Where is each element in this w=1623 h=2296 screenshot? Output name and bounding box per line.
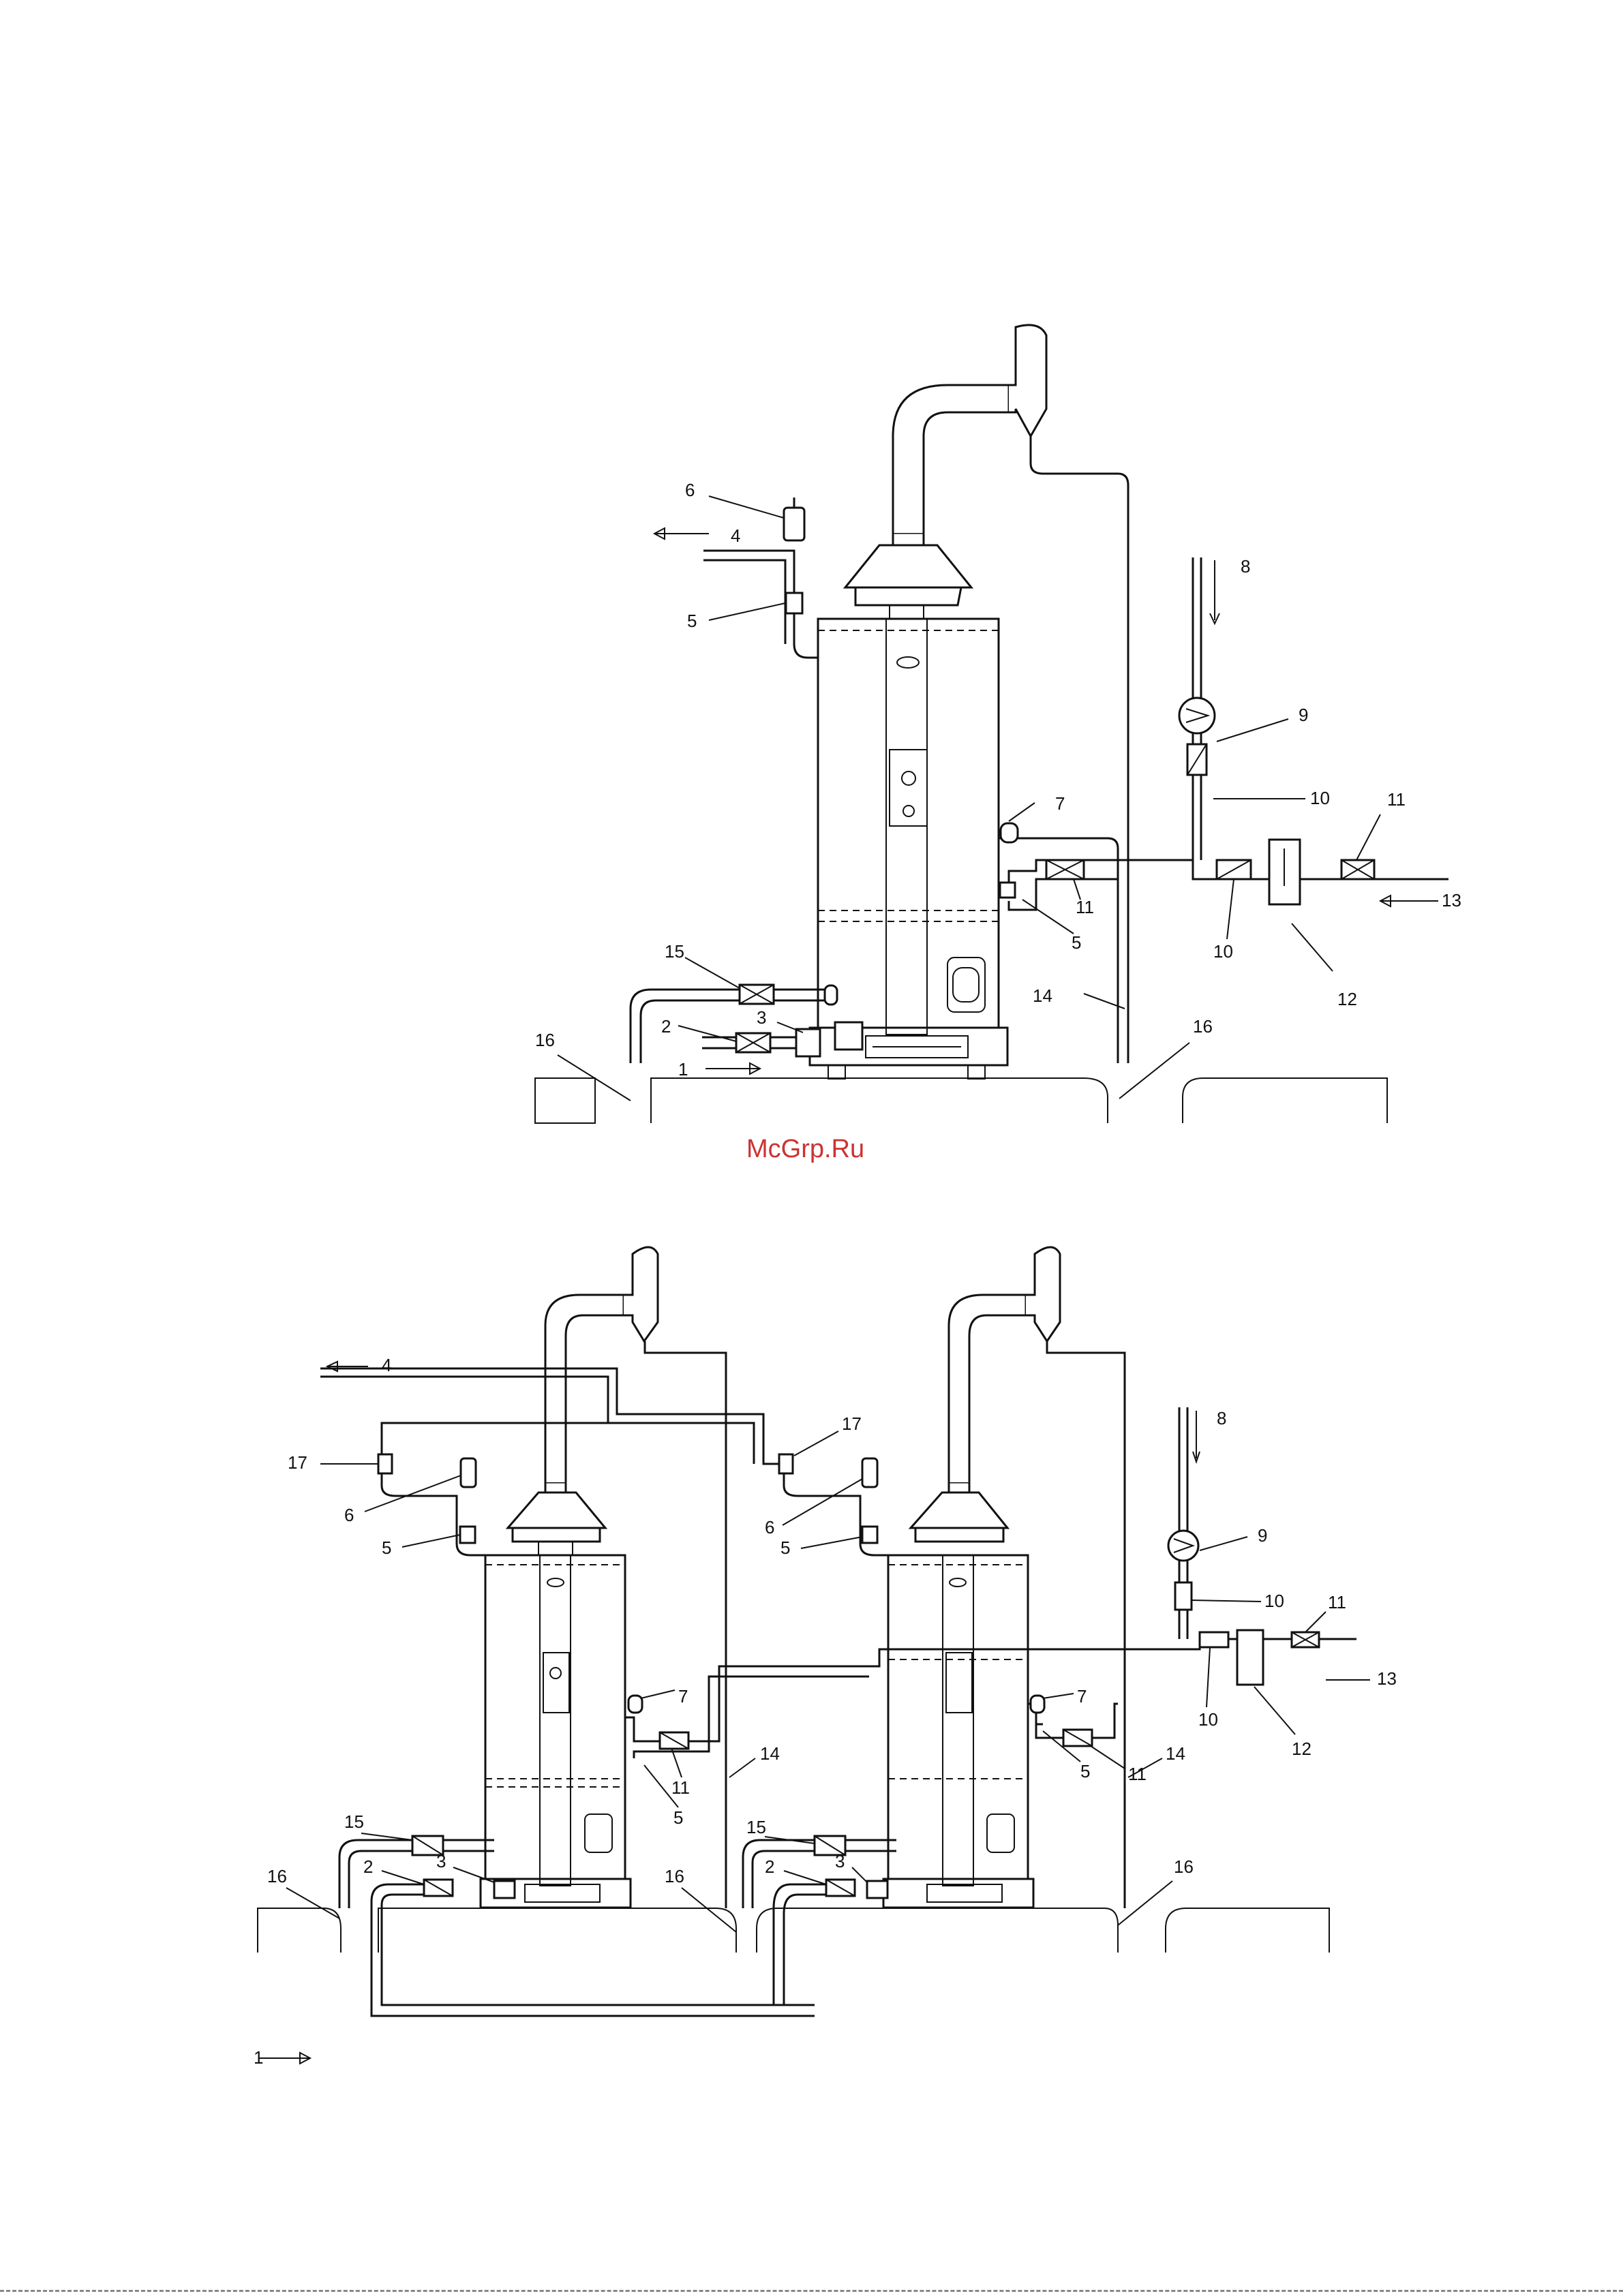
label-11a: 11 <box>671 1777 690 1798</box>
label-15a: 15 <box>344 1811 364 1832</box>
label-11-bottom: 11 <box>1328 1592 1346 1612</box>
label-8-bottom: 8 <box>1217 1408 1226 1428</box>
label-3a: 3 <box>436 1851 446 1871</box>
label-10: 10 <box>1310 788 1330 808</box>
label-11b: 11 <box>1076 897 1094 917</box>
label-15b: 15 <box>746 1817 766 1837</box>
label-12: 12 <box>1337 989 1357 1009</box>
label-5b: 5 <box>1072 932 1081 953</box>
label-2b: 2 <box>765 1856 774 1877</box>
label-14a: 14 <box>760 1743 780 1764</box>
label-4: 4 <box>731 525 740 546</box>
label-14b: 14 <box>1166 1743 1185 1764</box>
label-1: 1 <box>678 1059 688 1080</box>
diagram-two-heaters: 1 <box>254 1247 1397 2068</box>
label-13-bottom: 13 <box>1377 1668 1397 1689</box>
floor-top <box>535 1078 1387 1123</box>
watermark: McGrp.Ru <box>746 1135 864 1163</box>
gas-main: 1 <box>254 1884 838 2068</box>
circulation-1 <box>999 557 1448 1063</box>
label-10b: 10 <box>1213 941 1233 962</box>
label-5: 5 <box>687 611 697 631</box>
label-17b: 17 <box>842 1413 862 1434</box>
water-heater-b <box>883 1247 1125 1908</box>
label-10-bottom: 10 <box>1264 1591 1284 1611</box>
label-16b: 16 <box>665 1866 684 1886</box>
page-bottom-edge <box>0 2290 1623 2292</box>
label-3: 3 <box>757 1007 766 1028</box>
label-17a: 17 <box>288 1452 307 1473</box>
label-5b-bottom: 5 <box>780 1537 790 1558</box>
label-12-bottom: 12 <box>1292 1739 1311 1759</box>
label-7: 7 <box>1055 793 1065 814</box>
label-16a: 16 <box>267 1866 287 1886</box>
label-16c: 16 <box>1174 1856 1194 1877</box>
label-2: 2 <box>661 1016 671 1037</box>
water-heater-1 <box>810 619 1007 1079</box>
label-15: 15 <box>665 941 684 962</box>
label-6b: 6 <box>765 1517 774 1537</box>
label-13: 13 <box>1442 890 1461 910</box>
label-2a: 2 <box>363 1856 373 1877</box>
floor-bottom <box>258 1908 1329 1953</box>
label-5d: 5 <box>1080 1761 1090 1781</box>
diagram-single-heater: 6 4 5 8 9 10 7 11 11 5 10 12 13 14 15 <box>535 325 1461 1123</box>
label-6: 6 <box>685 480 695 500</box>
label-14: 14 <box>1033 985 1052 1006</box>
label-10b-bottom: 10 <box>1198 1709 1218 1730</box>
label-9-bottom: 9 <box>1258 1525 1267 1546</box>
water-heater-a <box>481 1247 726 1908</box>
label-11: 11 <box>1387 789 1406 810</box>
label-7a: 7 <box>678 1686 688 1706</box>
label-5a: 5 <box>382 1537 391 1558</box>
label-8: 8 <box>1241 556 1250 577</box>
hot-water-line-1 <box>654 498 818 658</box>
label-6a: 6 <box>344 1505 354 1525</box>
label-11c: 11 <box>1128 1764 1147 1784</box>
label-1-bottom: 1 <box>254 2047 263 2068</box>
label-5c: 5 <box>673 1807 683 1828</box>
label-4-bottom: 4 <box>382 1355 391 1375</box>
label-9: 9 <box>1299 705 1308 725</box>
label-16b: 16 <box>1193 1016 1213 1037</box>
label-3b: 3 <box>835 1851 845 1871</box>
label-7b: 7 <box>1077 1686 1087 1706</box>
label-16: 16 <box>535 1030 555 1050</box>
